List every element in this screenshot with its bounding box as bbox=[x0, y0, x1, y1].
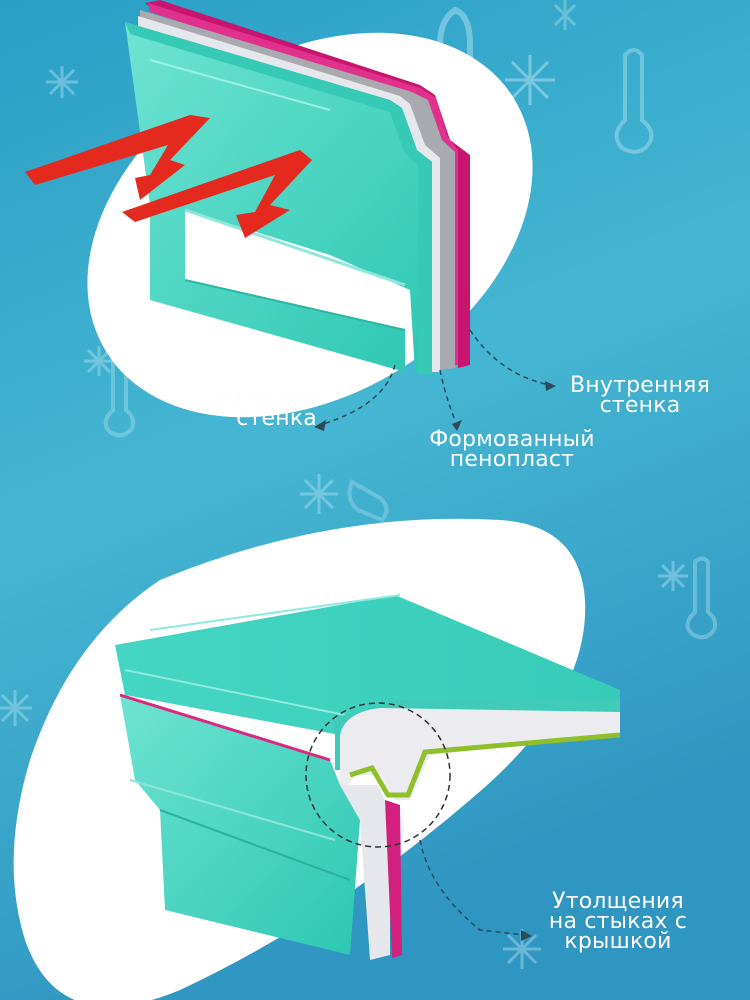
thermometer-icon bbox=[685, 556, 718, 640]
snowflake-icon bbox=[505, 55, 555, 105]
label-outer-wall-line2: стенка bbox=[236, 406, 317, 431]
leader-joint bbox=[419, 839, 526, 936]
snowflake-icon bbox=[503, 929, 541, 969]
thermometer-icon bbox=[347, 479, 389, 523]
heat-arrow bbox=[25, 115, 210, 200]
label-inner-wall-line1: Внутренняя bbox=[569, 373, 711, 398]
joint-highlight-circle bbox=[305, 702, 451, 848]
label-foam-line2: пенопласт bbox=[449, 447, 575, 472]
label-inner-wall: Внутренняя стенка bbox=[555, 373, 725, 418]
joint-section-illustration bbox=[115, 594, 621, 960]
leader-foam bbox=[439, 369, 456, 421]
snowflake-icon bbox=[46, 66, 78, 98]
leader-arrowhead bbox=[452, 420, 462, 431]
label-joint: Утолщения на стыках с крышкой bbox=[528, 889, 708, 954]
snowflake-icon bbox=[658, 561, 688, 591]
lid-liner bbox=[349, 732, 621, 798]
snowflake-icon bbox=[84, 346, 114, 376]
label-foam: Формованный пенопласт bbox=[402, 427, 622, 472]
thermometer-icon bbox=[614, 48, 654, 154]
leader-inner-wall bbox=[469, 329, 551, 386]
label-joint-line2: на стыках с bbox=[548, 909, 688, 934]
box-wall bbox=[120, 695, 360, 955]
inner-wall-edge bbox=[385, 800, 402, 958]
leader-arrowhead bbox=[521, 930, 532, 941]
outer-wall-layer bbox=[125, 22, 432, 375]
wall-section-illustration bbox=[25, 0, 470, 375]
label-joint-line3: крышкой bbox=[564, 929, 672, 954]
leader-arrowhead bbox=[545, 381, 556, 391]
label-outer-wall: Внешняя стенка bbox=[185, 386, 317, 431]
snowflake-icon bbox=[300, 474, 338, 514]
snowflake-icon bbox=[0, 690, 32, 726]
heat-arrow bbox=[122, 150, 312, 238]
snowflake-icon bbox=[553, 0, 577, 30]
leader-arrowhead bbox=[314, 420, 326, 431]
label-foam-line1: Формованный bbox=[429, 427, 595, 452]
label-outer-wall-line1: Внешняя bbox=[211, 386, 317, 411]
label-inner-wall-line2: стенка bbox=[599, 393, 681, 418]
label-joint-line1: Утолщения bbox=[552, 889, 684, 914]
foam-cross-section bbox=[340, 708, 620, 800]
